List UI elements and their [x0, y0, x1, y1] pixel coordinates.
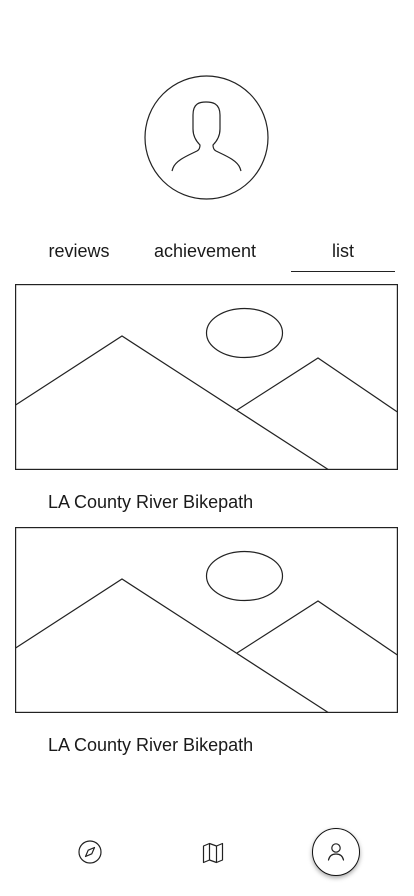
user-icon	[327, 843, 345, 861]
compass-icon	[78, 840, 102, 864]
tab-achievement[interactable]: achievement	[153, 241, 257, 261]
list-item-title: LA County River Bikepath	[48, 492, 254, 512]
nav-explore-button[interactable]	[77, 839, 103, 865]
bottom-nav	[0, 820, 414, 896]
map-icon	[202, 842, 224, 864]
list-item-title: LA County River Bikepath	[48, 735, 254, 755]
nav-profile-button[interactable]	[312, 828, 360, 876]
profile-avatar[interactable]	[144, 75, 269, 200]
user-avatar-icon	[144, 75, 269, 200]
tab-list[interactable]: list	[332, 241, 354, 261]
nav-map-button[interactable]	[200, 840, 226, 866]
image-placeholder-icon	[15, 527, 398, 713]
active-tab-indicator	[291, 271, 395, 272]
tab-reviews[interactable]: reviews	[48, 241, 110, 261]
list-item[interactable]: LA County River Bikepath	[15, 527, 398, 755]
list-item[interactable]: LA County River Bikepath	[15, 284, 398, 512]
image-placeholder-icon	[15, 284, 398, 470]
profile-tabs: reviews achievement list	[0, 230, 414, 274]
